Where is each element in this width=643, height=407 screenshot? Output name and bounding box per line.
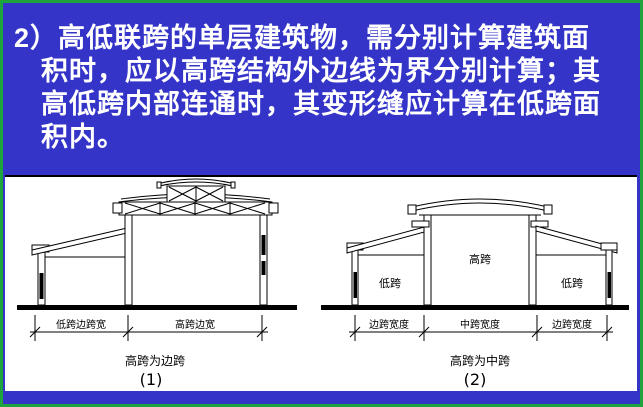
figure2-arch-roof <box>411 198 549 212</box>
figure1-truss-eave-right <box>268 202 279 214</box>
figure1-monitor-cap-arc <box>158 181 234 187</box>
figure2-right-eave-cap <box>600 242 618 251</box>
figure2-ground-line <box>321 305 629 310</box>
heading-line-2: 积时，应以高跨结构外边线为界分别计算；其 <box>41 56 601 86</box>
figure1-truss-eave-left <box>112 202 123 214</box>
figure2-dim-label-right: 边跨宽度 <box>552 318 592 331</box>
figure1-monitor-cap-arc <box>160 178 232 184</box>
figure1-monitor-cap-end <box>156 181 162 189</box>
heading-line-4: 积内。 <box>41 122 125 152</box>
figure1-high-left-wall <box>124 212 133 306</box>
figure2-ledge-right <box>530 220 549 228</box>
figure1-high-right-wall <box>259 214 268 306</box>
figure1-right-wall-batten <box>261 235 266 255</box>
figure1-monitor-cap-end <box>230 181 236 189</box>
figure2-left-column-batten <box>353 272 357 298</box>
figure2-right-roof-beam <box>535 225 618 254</box>
heading-line-1: 2）高低联跨的单层建筑物，需分别计算建筑面 <box>14 23 591 53</box>
figure1-number: (1) <box>140 370 163 389</box>
figure1-ground-line <box>17 305 297 310</box>
figure2-arch-end-left <box>407 204 417 215</box>
figure1-dim-label-left: 低跨边跨宽 <box>56 318 106 331</box>
figure2-dimension-lines <box>349 315 613 341</box>
figure1-left-column-batten <box>39 273 44 299</box>
figure2-area-label-low-left: 低跨 <box>379 277 401 290</box>
figure2-caption: 高跨为中跨 <box>450 353 510 368</box>
figures-panel: 低跨边跨宽 高跨边宽 高跨为边跨 (1) <box>5 175 637 391</box>
figure1-dim-label-right: 高跨边宽 <box>175 318 215 331</box>
figure2-center-right-wall <box>528 214 537 306</box>
figure2-dim-label-center: 中跨宽度 <box>460 318 500 331</box>
figure2-arch-end-right <box>543 204 553 215</box>
figure2-dim-label-left: 边跨宽度 <box>369 318 409 331</box>
figure1-monitor-bracing <box>168 186 224 202</box>
figure2-left-roof-beam <box>346 225 429 254</box>
figure1-right-wall-batten <box>261 261 266 275</box>
figure2-right-column-batten <box>607 272 611 298</box>
heading-line-3: 高低跨内部连通时，其变形缝应计算在低跨面 <box>41 89 601 119</box>
figure2-number: (2) <box>464 370 487 389</box>
figure1-dimension-lines <box>29 315 268 341</box>
figure2-area-label-high: 高跨 <box>469 252 491 266</box>
figure1-truss-bracing <box>124 202 266 215</box>
figure1-caption: 高跨为边跨 <box>125 353 185 368</box>
figure2-center-left-wall <box>423 214 432 306</box>
figure-2: 高跨 低跨 低跨 边跨宽度 中跨宽度 边跨宽度 高跨 <box>321 198 629 389</box>
figure-1: 低跨边跨宽 高跨边宽 高跨为边跨 (1) <box>17 178 297 389</box>
heading: 2）高低联跨的单层建筑物，需分别计算建筑面 积时，应以高跨结构外边线为界分别计算… <box>3 3 640 154</box>
figure2-ledge-left <box>411 220 430 228</box>
figure2-area-label-low-right: 低跨 <box>561 277 583 290</box>
figure1-low-roof-beam <box>31 227 128 256</box>
figures-drawing: 低跨边跨宽 高跨边宽 高跨为边跨 (1) <box>17 178 629 389</box>
